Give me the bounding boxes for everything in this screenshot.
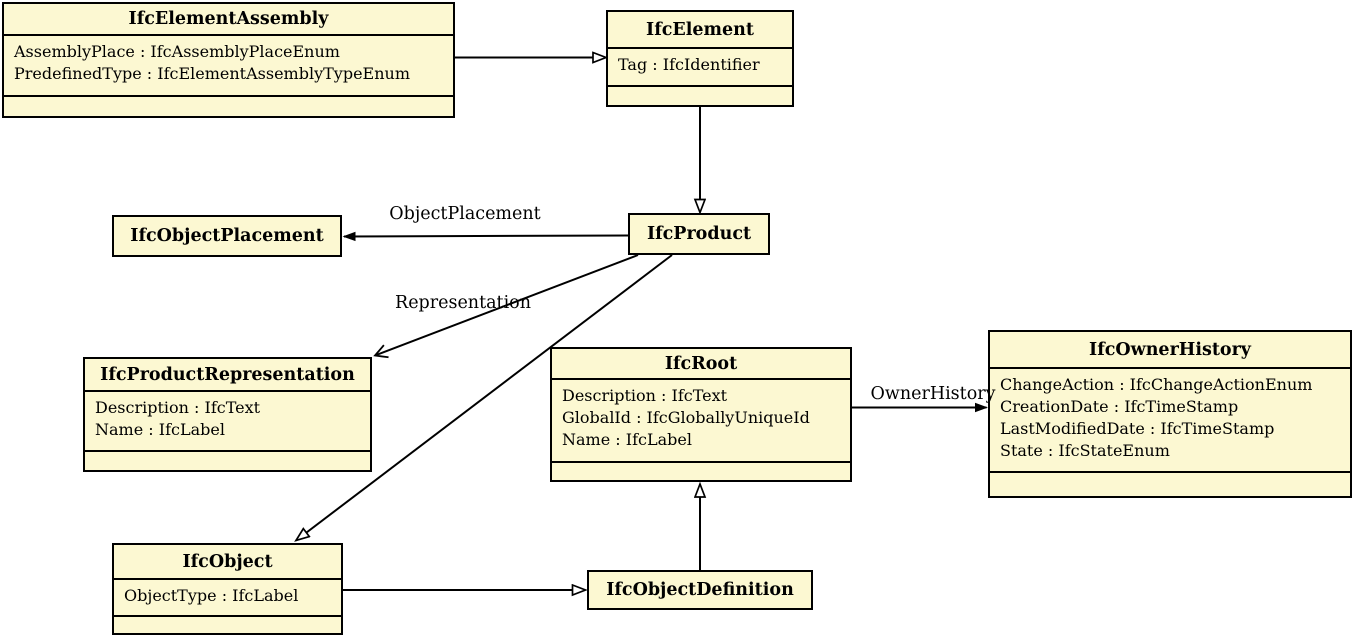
edge-association-objectplacement bbox=[342, 231, 630, 242]
class-attribute: PredefinedType : IfcElementAssemblyTypeE… bbox=[14, 64, 411, 83]
class-operations-empty bbox=[608, 85, 792, 105]
class-ifcroot[interactable]: IfcRoot Description : IfcText GlobalId :… bbox=[550, 347, 852, 482]
edge-generalization-ifcproduct-ifcobject bbox=[296, 254, 673, 541]
class-title: IfcObjectPlacement bbox=[130, 226, 324, 246]
class-title: IfcProduct bbox=[646, 224, 752, 244]
class-ifcownerhistory[interactable]: IfcOwnerHistory ChangeAction : IfcChange… bbox=[988, 330, 1352, 498]
class-ifcobjectplacement[interactable]: IfcObjectPlacement bbox=[112, 215, 342, 257]
class-attributes: Description : IfcText GlobalId : IfcGlob… bbox=[552, 378, 850, 461]
edge-label-objectplacement: ObjectPlacement bbox=[389, 204, 541, 224]
class-ifcobject[interactable]: IfcObject ObjectType : IfcLabel bbox=[112, 543, 343, 635]
class-attributes: Description : IfcText Name : IfcLabel bbox=[85, 390, 370, 450]
class-attributes: ObjectType : IfcLabel bbox=[114, 578, 341, 615]
class-title: IfcElement bbox=[646, 19, 754, 40]
class-operations-empty bbox=[552, 461, 850, 480]
class-attributes: AssemblyPlace : IfcAssemblyPlaceEnum Pre… bbox=[4, 34, 453, 95]
class-ifcproduct[interactable]: IfcProduct bbox=[628, 213, 770, 255]
class-attribute: Description : IfcText bbox=[95, 398, 261, 417]
class-operations-empty bbox=[4, 95, 453, 116]
class-attribute: Name : IfcLabel bbox=[95, 420, 225, 439]
class-attribute: Tag : IfcIdentifier bbox=[618, 55, 760, 74]
class-attributes: Tag : IfcIdentifier bbox=[608, 47, 792, 85]
class-title: IfcElementAssembly bbox=[128, 9, 329, 29]
class-title: IfcRoot bbox=[664, 353, 738, 374]
class-attribute: Name : IfcLabel bbox=[562, 430, 692, 449]
class-attribute: CreationDate : IfcTimeStamp bbox=[1000, 397, 1239, 416]
class-operations-empty bbox=[114, 615, 341, 633]
class-attribute: ObjectType : IfcLabel bbox=[124, 586, 299, 605]
class-attribute: State : IfcStateEnum bbox=[1000, 441, 1170, 460]
edge-association-representation bbox=[373, 254, 639, 359]
class-ifcelementassembly[interactable]: IfcElementAssembly AssemblyPlace : IfcAs… bbox=[2, 2, 455, 118]
class-operations-empty bbox=[990, 471, 1350, 496]
class-attribute: LastModifiedDate : IfcTimeStamp bbox=[1000, 419, 1275, 438]
class-ifcproductrepresentation[interactable]: IfcProductRepresentation Description : I… bbox=[83, 357, 372, 472]
class-operations-empty bbox=[85, 450, 370, 470]
class-attribute: Description : IfcText bbox=[562, 386, 728, 405]
class-attribute: GlobalId : IfcGloballyUniqueId bbox=[562, 408, 810, 427]
class-attribute: ChangeAction : IfcChangeActionEnum bbox=[1000, 375, 1313, 394]
class-ifcobjectdefinition[interactable]: IfcObjectDefinition bbox=[587, 570, 813, 610]
class-title: IfcOwnerHistory bbox=[1089, 339, 1251, 360]
class-attribute: AssemblyPlace : IfcAssemblyPlaceEnum bbox=[14, 42, 340, 61]
class-title: IfcProductRepresentation bbox=[100, 364, 355, 385]
class-attributes: ChangeAction : IfcChangeActionEnum Creat… bbox=[990, 367, 1350, 471]
class-title: IfcObjectDefinition bbox=[606, 580, 794, 600]
class-ifcelement[interactable]: IfcElement Tag : IfcIdentifier bbox=[606, 10, 794, 107]
edge-label-ownerhistory: OwnerHistory bbox=[870, 384, 996, 404]
class-title: IfcObject bbox=[182, 551, 273, 572]
edge-label-representation: Representation bbox=[395, 293, 531, 313]
